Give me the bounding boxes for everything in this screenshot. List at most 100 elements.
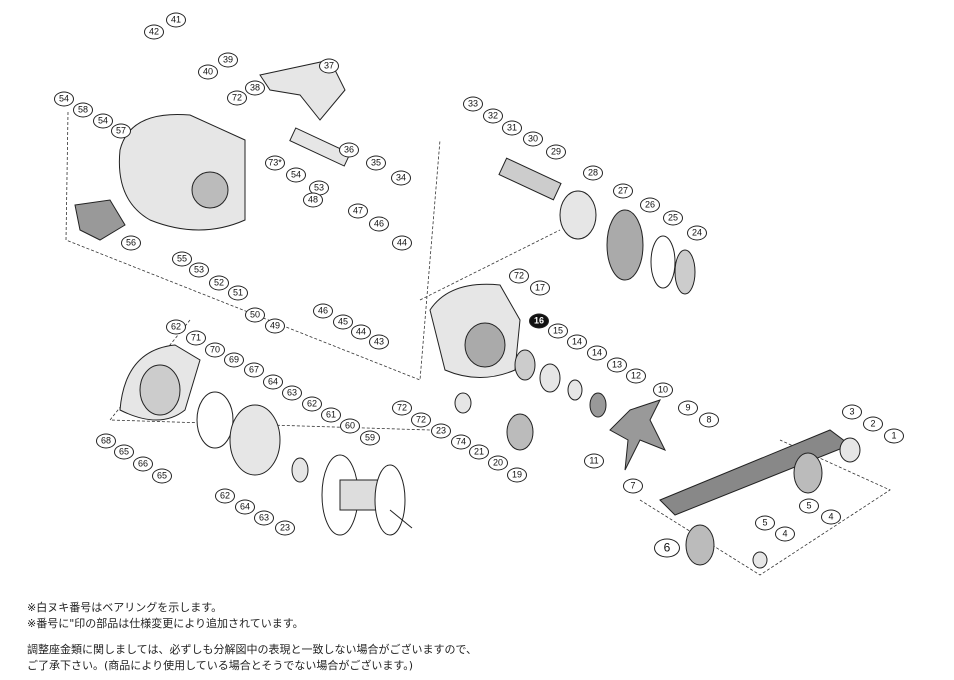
note-washers-cont: ご了承下さい。(商品により使用している場合とそうでない場合がございます。) bbox=[27, 659, 414, 672]
part-callout-39: 39 bbox=[218, 52, 238, 68]
part-callout-23: 23 bbox=[275, 520, 295, 536]
part-callout-4: 4 bbox=[821, 509, 841, 525]
part-callout-57: 57 bbox=[111, 123, 131, 139]
pinion-shaft bbox=[498, 157, 597, 240]
part-callout-6: 6 bbox=[654, 538, 680, 558]
part-callout-69: 69 bbox=[224, 352, 244, 368]
part-callout-60: 60 bbox=[340, 418, 360, 434]
part-callout-62: 62 bbox=[215, 488, 235, 504]
note-spec-change: ※番号に"印の部品は仕様変更により追加されています。 bbox=[27, 617, 304, 630]
part-callout-73-star: 73* bbox=[265, 155, 285, 171]
part-callout-19: 19 bbox=[507, 467, 527, 483]
part-callout-40: 40 bbox=[198, 64, 218, 80]
part-callout-59: 59 bbox=[360, 430, 380, 446]
part-callout-31: 31 bbox=[502, 120, 522, 136]
part-callout-71: 71 bbox=[186, 330, 206, 346]
part-callout-46: 46 bbox=[313, 303, 333, 319]
brake-assembly bbox=[196, 391, 309, 483]
bearing-parts bbox=[454, 349, 607, 451]
part-callout-8: 8 bbox=[699, 412, 719, 428]
part-callout-21: 21 bbox=[469, 444, 489, 460]
part-callout-61: 61 bbox=[321, 407, 341, 423]
handle bbox=[659, 429, 861, 569]
part-callout-51: 51 bbox=[228, 285, 248, 301]
drive-shaft bbox=[289, 127, 351, 167]
part-callout-20: 20 bbox=[488, 455, 508, 471]
part-callout-28: 28 bbox=[583, 165, 603, 181]
part-callout-74: 74 bbox=[451, 434, 471, 450]
part-callout-54: 54 bbox=[93, 113, 113, 129]
part-callout-54: 54 bbox=[286, 167, 306, 183]
part-callout-72: 72 bbox=[411, 412, 431, 428]
part-callout-7: 7 bbox=[623, 478, 643, 494]
part-callout-65: 65 bbox=[152, 468, 172, 484]
part-callout-72: 72 bbox=[509, 268, 529, 284]
part-callout-42: 42 bbox=[144, 24, 164, 40]
part-callout-2: 2 bbox=[863, 416, 883, 432]
frame bbox=[429, 283, 521, 378]
part-callout-17: 17 bbox=[530, 280, 550, 296]
part-callout-27: 27 bbox=[613, 183, 633, 199]
part-callout-55: 55 bbox=[172, 251, 192, 267]
side-plate-left bbox=[119, 344, 201, 421]
part-callout-15: 15 bbox=[548, 323, 568, 339]
part-callout-72: 72 bbox=[227, 90, 247, 106]
drive-gear bbox=[606, 209, 696, 295]
part-callout-3: 3 bbox=[842, 404, 862, 420]
part-callout-16: 16 bbox=[529, 313, 549, 329]
part-callout-34: 34 bbox=[391, 170, 411, 186]
part-callout-46: 46 bbox=[369, 216, 389, 232]
part-callout-24: 24 bbox=[687, 225, 707, 241]
part-callout-14: 14 bbox=[567, 334, 587, 350]
part-callout-30: 30 bbox=[523, 131, 543, 147]
part-callout-47: 47 bbox=[348, 203, 368, 219]
part-callout-72: 72 bbox=[392, 400, 412, 416]
part-callout-44: 44 bbox=[351, 324, 371, 340]
part-callout-37: 37 bbox=[319, 58, 339, 74]
part-callout-62: 62 bbox=[166, 319, 186, 335]
part-callout-5: 5 bbox=[799, 498, 819, 514]
spool bbox=[321, 454, 413, 536]
part-callout-66: 66 bbox=[133, 456, 153, 472]
part-callout-25: 25 bbox=[663, 210, 683, 226]
part-callout-49: 49 bbox=[265, 318, 285, 334]
part-callout-43: 43 bbox=[369, 334, 389, 350]
part-callout-62: 62 bbox=[302, 396, 322, 412]
part-callout-63: 63 bbox=[254, 510, 274, 526]
part-callout-1: 1 bbox=[884, 428, 904, 444]
note-bearing: ※白ヌキ番号はベアリングを示します。 bbox=[27, 601, 223, 614]
part-callout-64: 64 bbox=[235, 499, 255, 515]
part-callout-36: 36 bbox=[339, 142, 359, 158]
part-callout-53: 53 bbox=[189, 262, 209, 278]
part-callout-5: 5 bbox=[755, 515, 775, 531]
part-callout-54: 54 bbox=[54, 91, 74, 107]
clutch-lever bbox=[74, 199, 126, 241]
part-callout-67: 67 bbox=[244, 362, 264, 378]
part-callout-68: 68 bbox=[96, 433, 116, 449]
part-callout-52: 52 bbox=[209, 275, 229, 291]
part-callout-10: 10 bbox=[653, 382, 673, 398]
part-callout-33: 33 bbox=[463, 96, 483, 112]
part-callout-63: 63 bbox=[282, 385, 302, 401]
part-callout-38: 38 bbox=[245, 80, 265, 96]
part-callout-58: 58 bbox=[73, 102, 93, 118]
part-callout-35: 35 bbox=[366, 155, 386, 171]
part-callout-41: 41 bbox=[166, 12, 186, 28]
part-callout-13: 13 bbox=[607, 357, 627, 373]
part-callout-4: 4 bbox=[775, 526, 795, 542]
side-plate-right bbox=[118, 113, 246, 231]
star-drag bbox=[609, 399, 667, 471]
part-callout-65: 65 bbox=[114, 444, 134, 460]
part-callout-32: 32 bbox=[483, 108, 503, 124]
part-callout-23: 23 bbox=[431, 423, 451, 439]
part-callout-44: 44 bbox=[392, 235, 412, 251]
part-callout-14: 14 bbox=[587, 345, 607, 361]
part-callout-9: 9 bbox=[678, 400, 698, 416]
part-callout-56: 56 bbox=[121, 235, 141, 251]
part-callout-12: 12 bbox=[626, 368, 646, 384]
part-callout-45: 45 bbox=[333, 314, 353, 330]
note-washers: 調整座金類に関しましては、必ずしも分解図中の表現と一致しない場合がございますので… bbox=[27, 643, 478, 656]
part-callout-70: 70 bbox=[205, 342, 225, 358]
part-callout-50: 50 bbox=[245, 307, 265, 323]
part-callout-26: 26 bbox=[640, 197, 660, 213]
